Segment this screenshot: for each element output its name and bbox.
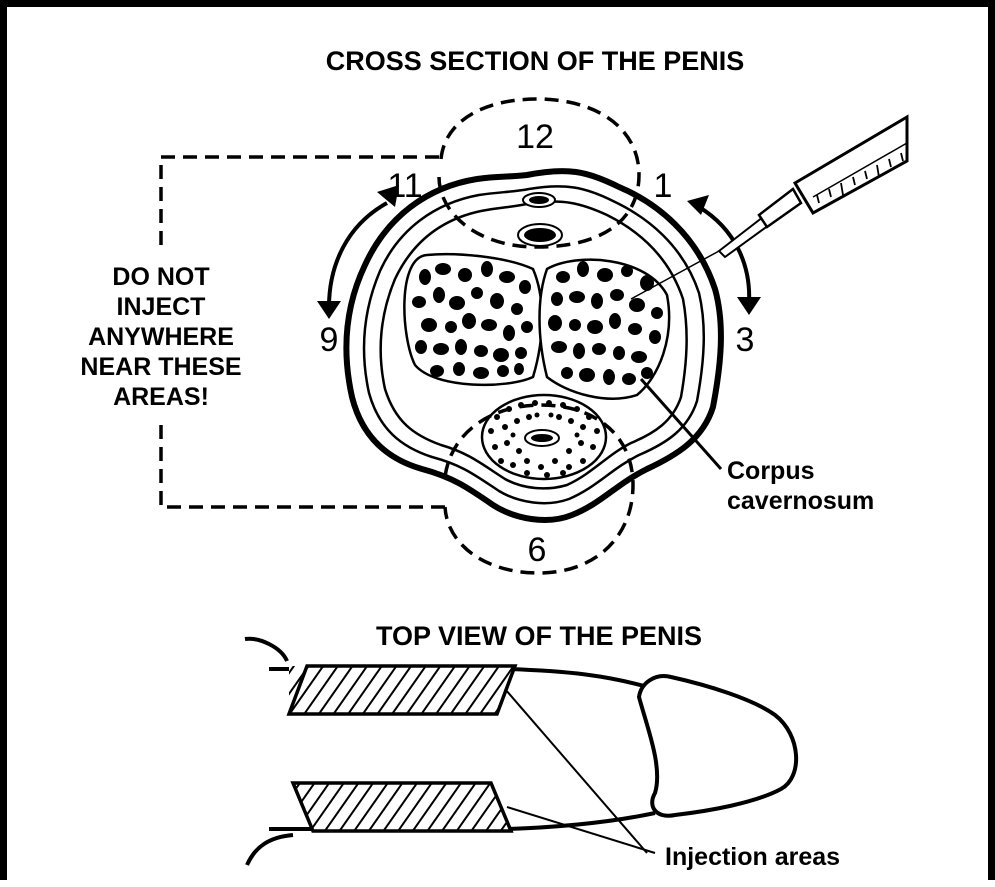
corpus-callout-line-1: Corpus — [727, 457, 815, 485]
warning-text: DO NOT INJECT ANYWHERE NEAR THESE AREAS! — [80, 263, 241, 411]
clock-label-6: 6 — [528, 531, 547, 569]
warning-line: DO NOT — [112, 263, 209, 291]
base-curve-bottom — [247, 835, 293, 865]
clock-label-3: 3 — [736, 321, 755, 359]
injection-areas-label: Injection areas — [665, 843, 840, 871]
clock-label-11: 11 — [387, 167, 422, 205]
top-view-title: TOP VIEW OF THE PENIS — [376, 621, 702, 651]
warning-line: NEAR THESE — [80, 353, 241, 381]
cross-section-title: CROSS SECTION OF THE PENIS — [326, 46, 745, 76]
base-curve-top — [245, 639, 287, 661]
top-view — [245, 639, 796, 865]
injection-area-upper — [289, 666, 515, 714]
warning-line: AREAS! — [113, 383, 209, 411]
warning-line: INJECT — [117, 293, 206, 321]
anatomy-diagram: CROSS SECTION OF THE PENIS — [7, 7, 995, 887]
corpus-callout-line-2: cavernosum — [727, 487, 874, 515]
clock-label-12: 12 — [516, 118, 554, 156]
glans — [639, 676, 796, 816]
injection-area-lower — [293, 783, 511, 831]
warning-line: ANYWHERE — [88, 323, 234, 351]
clock-label-9: 9 — [320, 321, 339, 359]
clock-label-1: 1 — [654, 167, 673, 205]
